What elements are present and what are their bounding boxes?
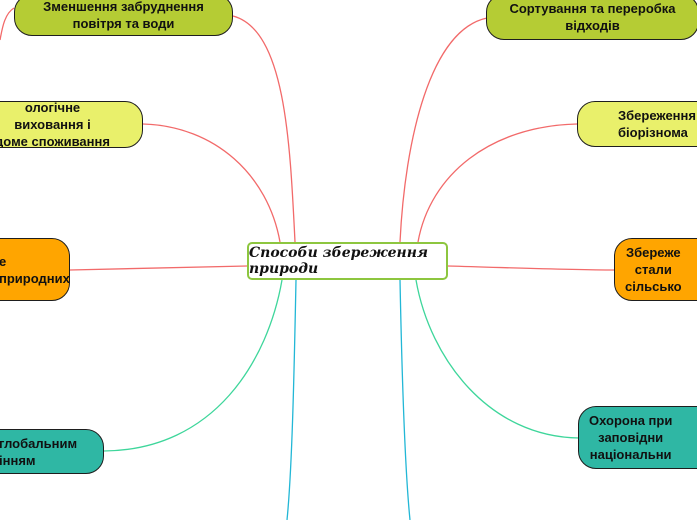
topic-waste-sorting[interactable]: Сортування та переробка відходів [486,0,697,40]
link-center-n5 [399,17,488,243]
topic-nature-reserves[interactable]: Охорона при заповідни національни [578,406,697,469]
topic-sustainable-agriculture[interactable]: Збереже стали сільсько [614,238,697,301]
link-center-n1 [232,15,296,243]
link-center-n6 [417,123,578,243]
topic-global-change[interactable]: глобальним інням [0,429,104,474]
link-center-n4 [103,279,283,452]
topic-eco-education[interactable]: ологічне виховання і доме споживання [0,101,143,148]
topic-reduce-pollution[interactable]: Зменшення забруднення повітря та води [14,0,233,36]
central-topic[interactable]: Способи збереження природи [247,242,448,280]
link-center-n3 [69,265,248,271]
link-center-n8 [415,279,580,439]
topic-natural-resources[interactable]: е природних [0,238,70,301]
link-center-bottom-right [399,279,411,520]
link-center-bottom-left [286,279,297,520]
link-center-n7 [447,265,615,271]
topic-biodiversity[interactable]: Збереження біорізнома [577,101,697,147]
link-stub-left [0,7,15,41]
link-center-n2 [142,123,281,243]
